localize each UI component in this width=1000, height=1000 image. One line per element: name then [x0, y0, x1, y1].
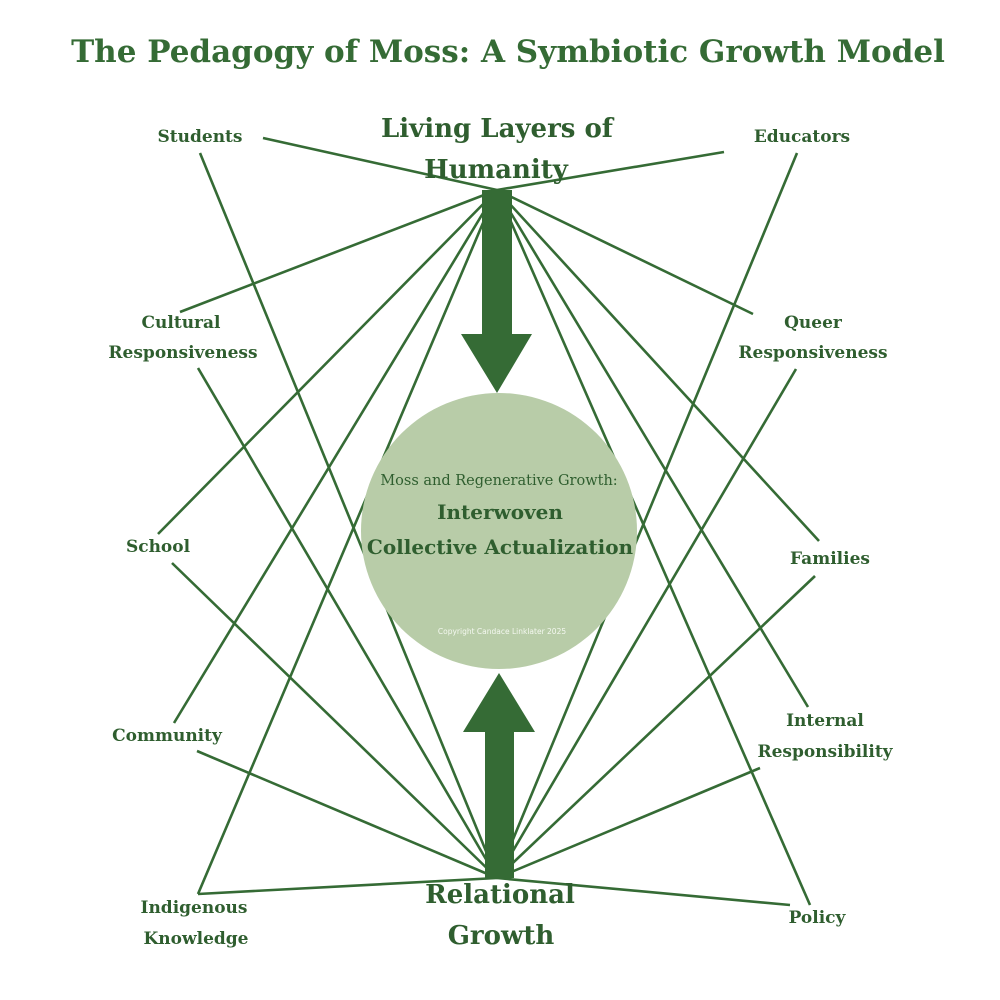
- link-community-bottom: [196, 749, 498, 880]
- node-cultural-responsiveness-line2: Responsiveness: [108, 343, 257, 363]
- center-main-line1: Interwoven: [437, 500, 563, 524]
- connector-lines: [157, 136, 820, 907]
- link-school-bottom: [171, 562, 498, 879]
- bottom-hub-line2: Growth: [448, 921, 555, 951]
- link-school-top: [157, 189, 498, 535]
- node-community: Community: [112, 726, 223, 746]
- link-educators-top: [496, 150, 725, 192]
- link-indigenous-bottom: [197, 876, 498, 896]
- link-policy-top: [495, 189, 812, 906]
- link-queer-top: [496, 188, 754, 316]
- link-cultural-top: [179, 188, 498, 314]
- node-cultural-responsiveness-line1: Cultural: [142, 313, 222, 333]
- link-students-bottom: [198, 152, 499, 879]
- top-hub-line1: Living Layers of: [381, 114, 615, 144]
- link-policy-bottom: [496, 876, 791, 907]
- link-families-top: [496, 189, 820, 542]
- up-arrow: [463, 673, 535, 878]
- center-subtitle: Moss and Regenerative Growth:: [380, 473, 617, 489]
- node-students: Students: [158, 127, 243, 147]
- node-internal-responsibility-line2: Responsibility: [757, 742, 893, 762]
- link-educators-bottom: [495, 152, 799, 879]
- link-families-bottom: [496, 575, 816, 879]
- node-indigenous-knowledge-line1: Indigenous: [141, 898, 248, 918]
- link-internal-bottom: [496, 766, 761, 880]
- node-families: Families: [790, 549, 870, 569]
- link-internal-top: [495, 189, 810, 708]
- center-circle: [361, 393, 637, 669]
- link-community-top: [172, 189, 499, 724]
- node-policy: Policy: [789, 908, 847, 928]
- link-indigenous-top: [196, 189, 499, 895]
- copyright-notice: Copyright Candace Linklater 2025: [438, 627, 566, 636]
- center-main-line2: Collective Actualization: [367, 535, 634, 559]
- node-queer-responsiveness-line2: Responsiveness: [738, 343, 887, 363]
- bottom-hub-line1: Relational: [425, 880, 575, 910]
- down-arrow: [461, 190, 532, 393]
- page-title: The Pedagogy of Moss: A Symbiotic Growth…: [71, 34, 945, 70]
- top-hub-line2: Humanity: [424, 155, 569, 185]
- node-school: School: [126, 537, 191, 557]
- node-internal-responsibility-line1: Internal: [786, 711, 864, 731]
- link-students-top: [262, 136, 498, 192]
- node-educators: Educators: [754, 127, 850, 147]
- node-queer-responsiveness-line1: Queer: [784, 313, 843, 333]
- link-cultural-bottom: [196, 367, 499, 879]
- node-indigenous-knowledge-line2: Knowledge: [144, 929, 249, 949]
- link-queer-bottom: [495, 368, 798, 879]
